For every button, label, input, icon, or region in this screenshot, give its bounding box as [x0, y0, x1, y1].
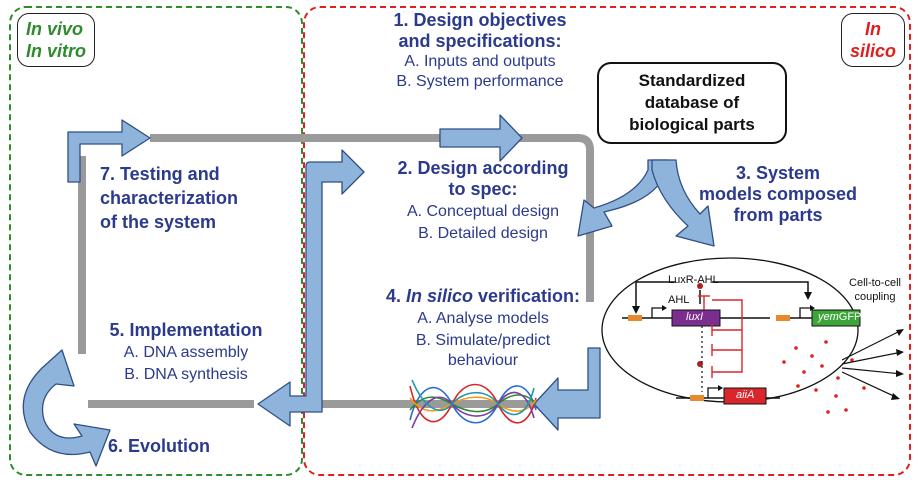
aiia-gene — [723, 387, 767, 405]
arrow-testing-to-objectives — [67, 119, 151, 183]
step-4-title: 4. In silico verification: — [352, 286, 614, 307]
step-4-block: 4. In silico verification: A. Analyse mo… — [352, 286, 614, 371]
step-2-block: 2. Design according to spec: A. Conceptu… — [368, 158, 598, 244]
luxi-gene — [671, 309, 721, 327]
step-5-block: 5. Implementation A. DNA assembly B. DNA… — [96, 320, 276, 385]
in-vivo-region — [9, 6, 303, 476]
in-vitro-label: In vitro — [26, 41, 87, 61]
coupling-line-2: coupling — [854, 291, 896, 303]
yemgfp-gene — [811, 309, 861, 327]
in-silico-label-1: In — [865, 19, 882, 39]
step-7-line-1: 7. Testing and — [100, 164, 220, 184]
arrow-verification-to-evolution — [533, 347, 601, 431]
in-silico-tag: In silico — [841, 13, 906, 67]
coupling-label: Cell-to-cell coupling — [836, 276, 914, 304]
cycle-loop — [78, 134, 594, 408]
step-3-line-2: models composed — [698, 184, 858, 204]
step-3-block: 3. System models composed from parts — [688, 163, 868, 226]
in-vivo-vitro-tag: In vivo In vitro — [17, 13, 96, 67]
step-2-title-line-2: to spec: — [448, 179, 518, 199]
step-2-item-b: B. Detailed design — [418, 225, 548, 242]
evolution-circular-arrow — [22, 349, 111, 467]
step-5-item-b: B. DNA synthesis — [124, 366, 248, 383]
simulation-waves — [409, 379, 537, 429]
step-6-label: 6. Evolution — [108, 436, 211, 456]
step-4-item-a: A. Analyse models — [417, 310, 549, 327]
step-2-title-line-1: 2. Design according — [397, 158, 569, 178]
step-1-item-a: A. Inputs and outputs — [404, 53, 556, 70]
step-3-line-1: 3. System — [735, 163, 821, 183]
ahl-label: AHL — [668, 294, 690, 306]
aiia-label: aiiA — [736, 389, 755, 401]
arrow-database-right — [651, 159, 715, 247]
step-1-block: 1. Design objectives and specifications:… — [355, 10, 605, 92]
step-4-item-c: behaviour — [447, 352, 519, 369]
yem-italic: yem — [818, 311, 839, 323]
step-1-title-line-2: and specifications: — [398, 31, 562, 51]
step-4-in-silico: In silico — [405, 286, 473, 306]
database-line-3: biological parts — [629, 115, 755, 134]
step-5-title: 5. Implementation — [109, 320, 263, 340]
step-5-item-a: A. DNA assembly — [123, 344, 249, 361]
step-7-block: 7. Testing and characterization of the s… — [100, 162, 300, 234]
flow-arrows — [22, 114, 715, 467]
in-silico-label-2: silico — [850, 41, 897, 61]
step-1-title-line-1: 1. Design objectives — [393, 10, 567, 30]
step-4-suffix: verification: — [478, 286, 581, 306]
arrow-into-objectives — [439, 114, 523, 162]
database-line-1: Standardized — [638, 71, 746, 90]
database-line-2: database of — [644, 93, 740, 112]
step-4-item-b: B. Simulate/predict — [415, 332, 551, 349]
arrow-implementation-to-design — [257, 149, 365, 427]
luxi-label: luxI — [686, 311, 704, 323]
step-3-line-3: from parts — [733, 205, 823, 225]
step-7-line-3: of the system — [100, 212, 217, 232]
parts-database-box: Standardized database of biological part… — [597, 62, 787, 144]
gfp-text: GFP — [838, 311, 862, 323]
yemgfp-label: yemGFP — [818, 311, 861, 323]
step-1-item-b: B. System performance — [396, 73, 564, 90]
luxr-ahl-label: LuxR-AHL — [668, 274, 719, 286]
step-7-line-2: characterization — [100, 188, 239, 208]
step-2-item-a: A. Conceptual design — [406, 203, 560, 220]
in-vivo-label: In vivo — [26, 19, 84, 39]
coupling-line-1: Cell-to-cell — [849, 277, 901, 289]
step-4-prefix: 4. — [385, 286, 401, 306]
genetic-circuit — [601, 257, 904, 414]
diffusing-ahl-dots — [782, 340, 866, 414]
